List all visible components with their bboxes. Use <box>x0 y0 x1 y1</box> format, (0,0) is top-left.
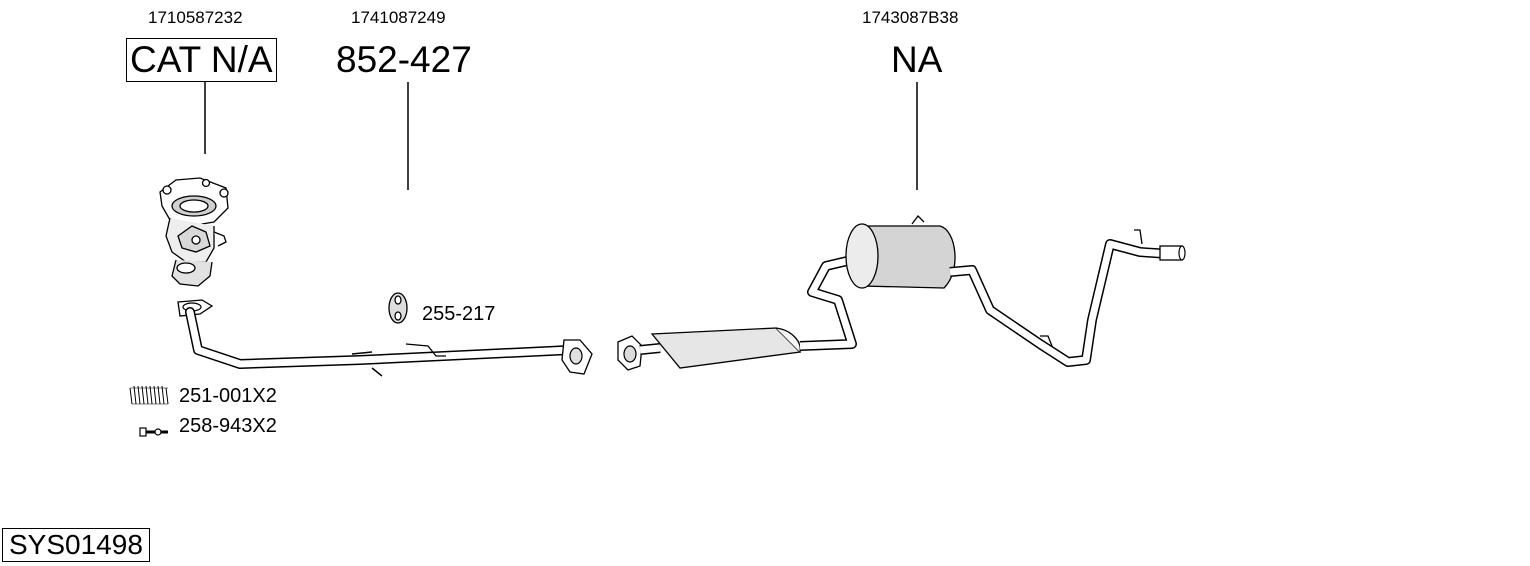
accessory-label-hanger[interactable]: 255-217 <box>422 303 496 325</box>
part-number-catalytic-converter[interactable]: CAT N/A <box>126 38 277 82</box>
rear-silencer-drawing[interactable] <box>617 215 1186 371</box>
oe-number-rear-silencer: 1743087B38 <box>862 8 959 27</box>
part-number-rear-silencer[interactable]: NA <box>891 39 943 80</box>
catalytic-converter-drawing[interactable] <box>159 177 229 287</box>
oe-number-catalytic-converter: 1710587232 <box>148 8 243 27</box>
accessory-label-spring[interactable]: 251-001X2 <box>179 385 277 407</box>
accessory-label-bolt[interactable]: 258-943X2 <box>179 415 277 437</box>
oe-number-front-pipe: 1741087249 <box>351 8 446 27</box>
spring-icon[interactable] <box>129 385 169 405</box>
part-number-front-pipe[interactable]: 852-427 <box>336 39 472 80</box>
bolt-icon[interactable] <box>139 427 168 437</box>
rubber-hanger-icon[interactable] <box>388 292 408 324</box>
system-code-box: SYS01498 <box>2 528 150 562</box>
front-pipe-drawing[interactable] <box>177 299 593 377</box>
